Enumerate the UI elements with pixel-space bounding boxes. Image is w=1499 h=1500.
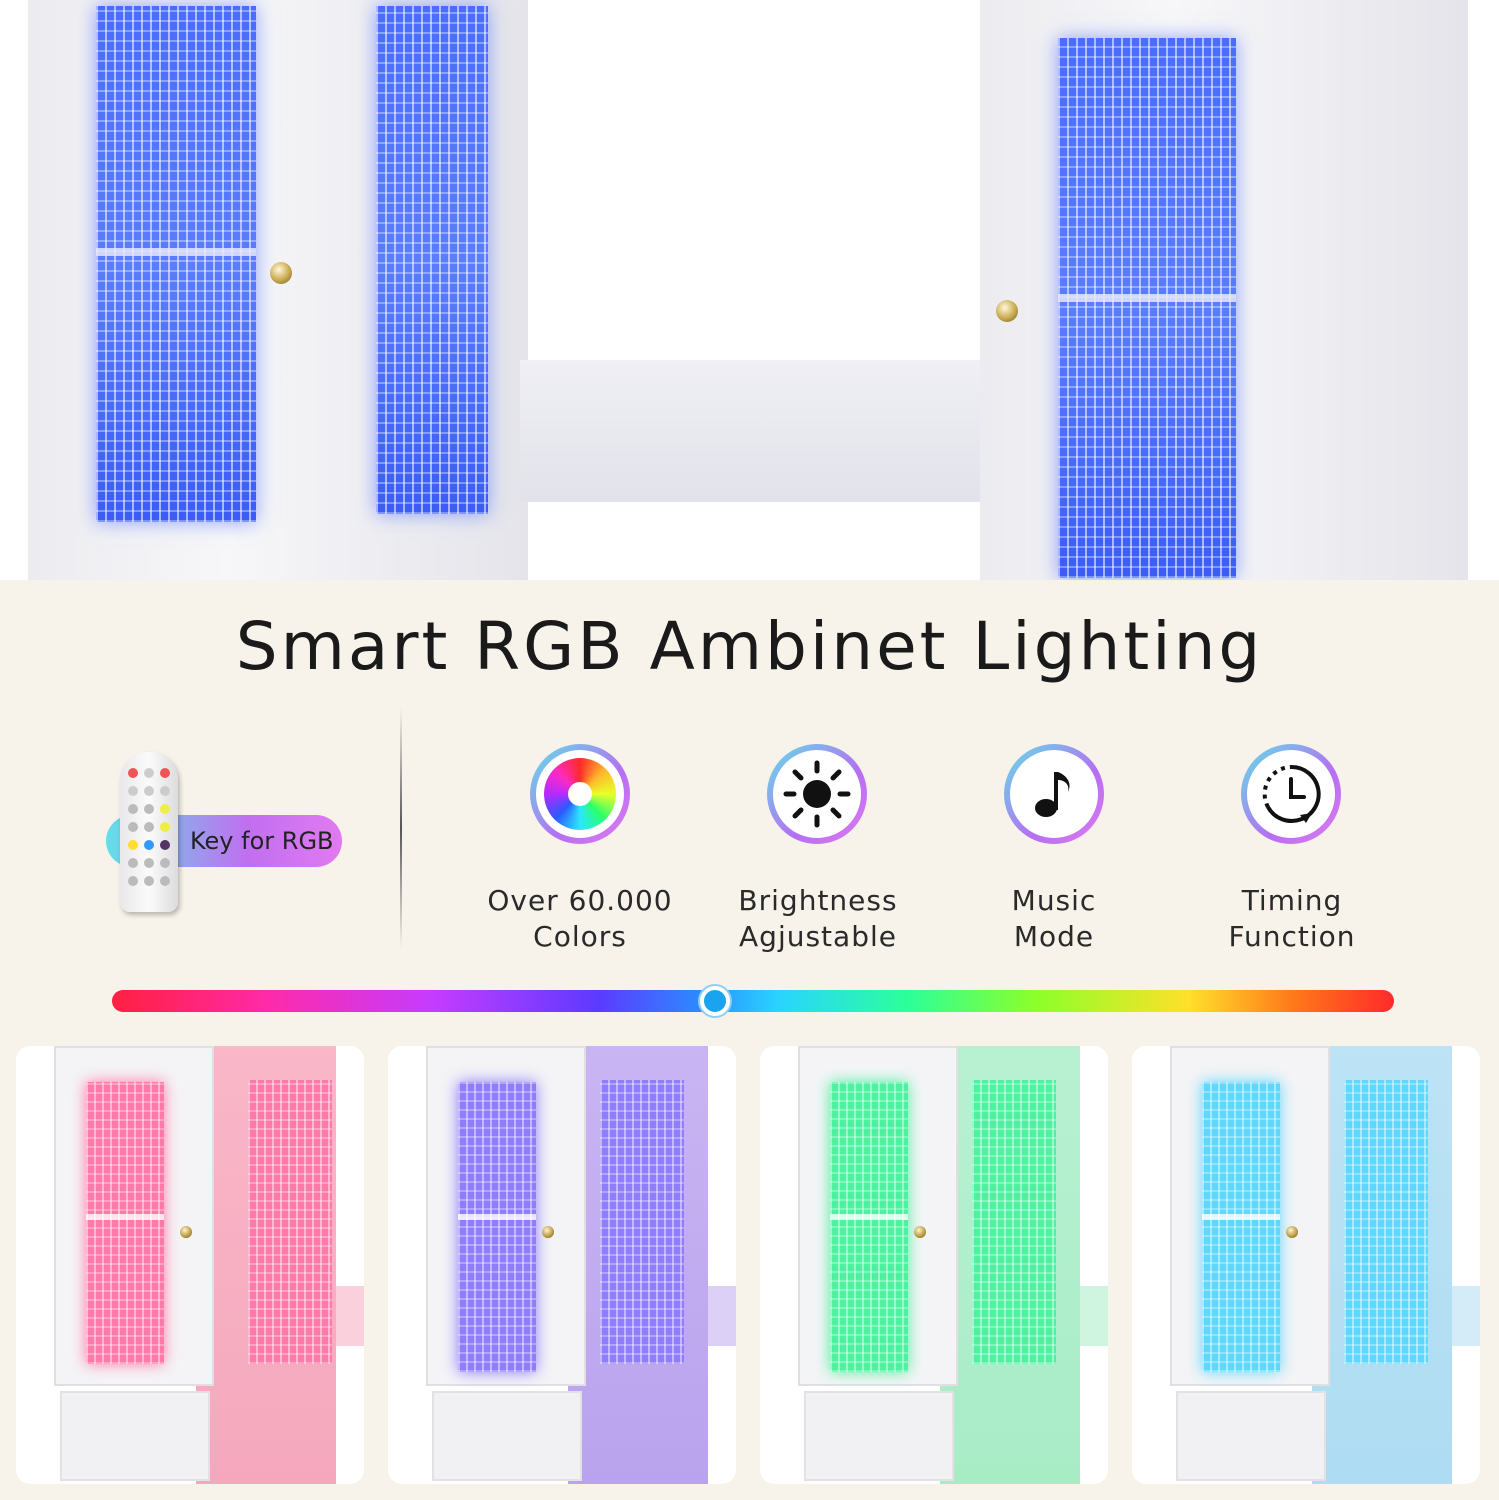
remote-control-icon — [120, 752, 178, 912]
cabinet-base — [432, 1391, 582, 1481]
cabinet-front — [426, 1046, 586, 1386]
left-cabinet-front-glass — [96, 6, 256, 522]
cabinet-side-panel — [568, 1046, 708, 1484]
variant-purple — [388, 1046, 736, 1484]
color-wheel-icon — [530, 744, 630, 844]
cabinet-base — [1176, 1391, 1326, 1481]
cabinet-knob — [914, 1226, 926, 1238]
variant-pink — [16, 1046, 364, 1484]
remote-label: Key for RGB — [190, 827, 334, 855]
cabinet-knob — [180, 1226, 192, 1238]
desk-beam — [1080, 1286, 1108, 1346]
desk-beam — [1452, 1286, 1480, 1346]
variant-green — [760, 1046, 1108, 1484]
timer-clock-icon — [1241, 744, 1341, 844]
glass-shelf — [96, 248, 256, 256]
cabinet-side-panel — [196, 1046, 336, 1484]
color-slider-track[interactable] — [112, 990, 1394, 1012]
right-cabinet-front-glass — [1058, 38, 1236, 578]
desk-beam — [520, 360, 980, 502]
desk-beam — [336, 1286, 364, 1346]
page-title: Smart RGB Ambinet Lighting — [235, 608, 1264, 685]
color-slider-knob[interactable] — [699, 986, 730, 1016]
left-cabinet — [28, 0, 528, 580]
glass-shelf — [1058, 294, 1236, 302]
sun-brightness-icon — [767, 744, 867, 844]
cabinet-base — [804, 1391, 954, 1481]
music-note-icon — [1004, 744, 1104, 844]
cabinet-knob — [542, 1226, 554, 1238]
cabinet-base — [60, 1391, 210, 1481]
left-cabinet-side-glass — [376, 6, 488, 514]
cabinet-front — [798, 1046, 958, 1386]
cabinet-knob — [996, 300, 1018, 322]
cabinet-front — [54, 1046, 214, 1386]
hero-photo — [0, 0, 1499, 580]
divider — [400, 708, 402, 948]
desk-beam — [708, 1286, 736, 1346]
cabinet-knob — [270, 262, 292, 284]
cabinet-knob — [1286, 1226, 1298, 1238]
cabinet-side-panel — [1312, 1046, 1452, 1484]
variant-blue — [1132, 1046, 1480, 1484]
cabinet-side-panel — [940, 1046, 1080, 1484]
right-cabinet — [980, 0, 1468, 580]
cabinet-front — [1170, 1046, 1330, 1386]
